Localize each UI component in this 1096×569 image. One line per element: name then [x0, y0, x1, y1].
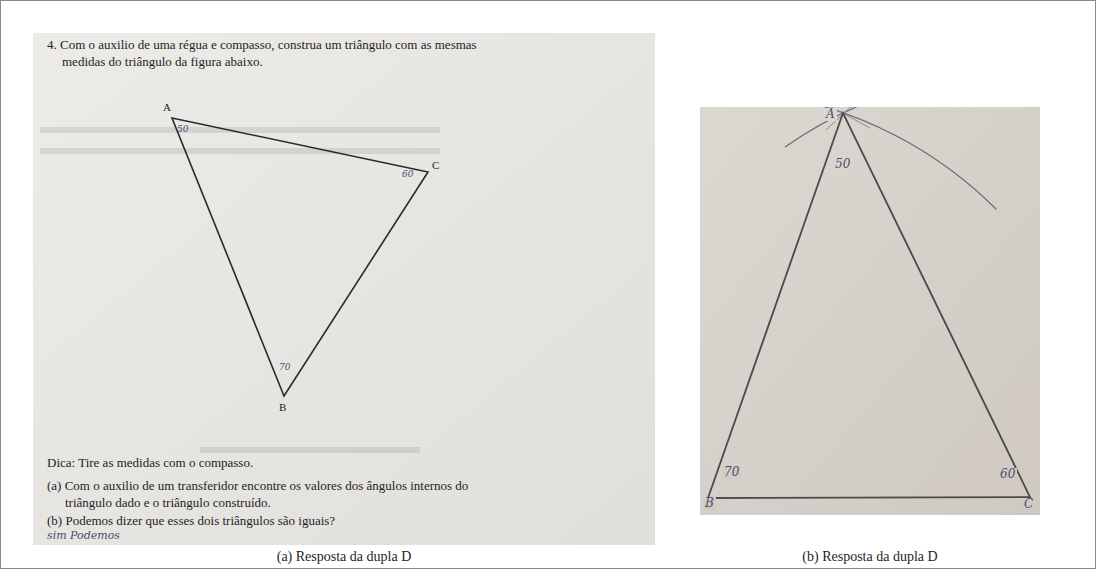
given-triangle	[172, 118, 428, 396]
vertex-label: A	[163, 100, 171, 114]
vertex-label: B	[279, 400, 286, 414]
angle-value: 60	[998, 468, 1017, 481]
construction	[708, 107, 1030, 498]
item-text: (a) Com o auxilio de um transferidor enc…	[47, 478, 492, 512]
left-photo	[33, 33, 655, 545]
angle-value: 70	[279, 362, 290, 374]
handwritten-answer: sim Podemos	[47, 529, 120, 543]
item-text: (b) Podemos dizer que esses dois triângu…	[47, 513, 492, 530]
hint-text: Dica: Tire as medidas com o compasso.	[47, 455, 487, 472]
vertex-label: B	[703, 497, 716, 510]
right-photo	[700, 107, 1040, 515]
figure-caption: (b) Resposta da dupla D	[700, 548, 1040, 566]
angle-value: 70	[722, 466, 741, 479]
figure-caption: (a) Resposta da dupla D	[33, 548, 655, 566]
angle-value: 60	[402, 169, 413, 181]
angle-value: 50	[177, 124, 188, 136]
vertex-label: C	[432, 158, 439, 172]
angle-value: 50	[833, 158, 852, 171]
question-text: 4. Com o auxilio de uma régua e compasso…	[47, 37, 492, 71]
show-through	[40, 130, 440, 450]
vertex-label: C	[1022, 498, 1035, 511]
vertex-label: A	[824, 108, 837, 121]
